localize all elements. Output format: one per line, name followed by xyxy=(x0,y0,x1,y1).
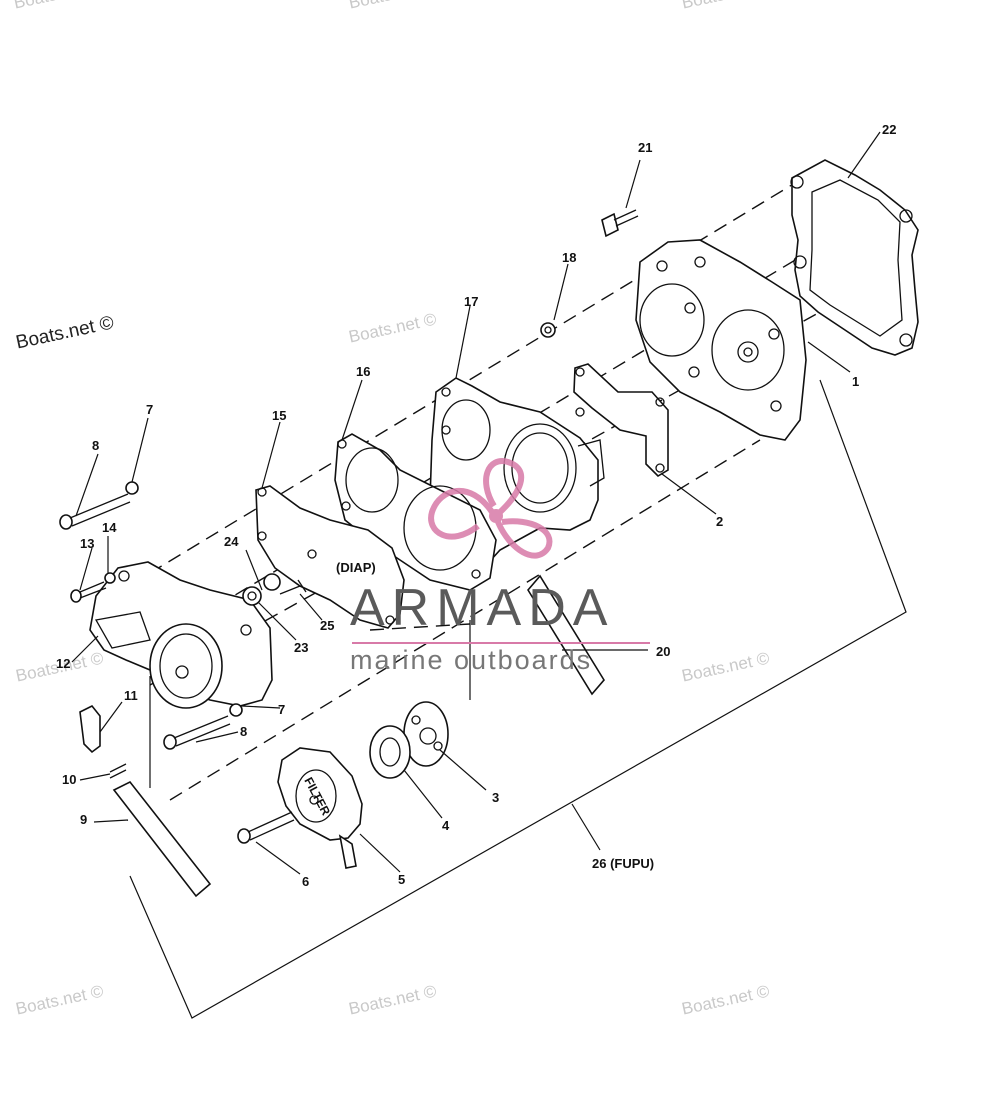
callout-13: 13 xyxy=(80,536,94,551)
callout-25: 25 xyxy=(320,618,334,633)
nut-18 xyxy=(540,322,556,338)
propeller-blade xyxy=(495,518,553,559)
diaphragm-15: (DIAP) xyxy=(255,485,405,629)
fitting-11 xyxy=(79,704,101,754)
clamp-10 xyxy=(109,763,127,779)
callout-23: 23 xyxy=(294,640,308,655)
callout-17: 17 xyxy=(464,294,478,309)
callouts: 22 1 2 21 18 17 16 15 7 8 24 14 13 25 23… xyxy=(56,122,896,889)
propeller-hub xyxy=(489,509,503,523)
callout-3: 3 xyxy=(492,790,499,805)
pump-cover-1 xyxy=(635,239,807,441)
screw-8-upper xyxy=(59,481,139,530)
callout-21: 21 xyxy=(638,140,652,155)
callout-8-lower: 8 xyxy=(240,724,247,739)
leader-lines xyxy=(71,131,881,875)
hose-20 xyxy=(527,574,605,696)
armada-logo-word: ARMADA xyxy=(350,579,615,637)
assembly-26-bracket xyxy=(129,379,907,1019)
propeller-blade xyxy=(483,458,525,517)
callout-14: 14 xyxy=(102,520,117,535)
pump-base-12 xyxy=(89,561,273,709)
valve-3 xyxy=(403,701,449,767)
callout-8-upper: 8 xyxy=(92,438,99,453)
diaphragm-label: (DIAP) xyxy=(336,560,376,575)
callout-5: 5 xyxy=(398,872,405,887)
callout-18: 18 xyxy=(562,250,576,265)
callout-15: 15 xyxy=(272,408,286,423)
callout-2: 2 xyxy=(716,514,723,529)
callout-11: 11 xyxy=(124,688,138,703)
callout-26: 26 (FUPU) xyxy=(592,856,654,871)
callout-12: 12 xyxy=(56,656,70,671)
screw-8-lower xyxy=(163,703,243,750)
callout-1: 1 xyxy=(852,374,859,389)
callout-10: 10 xyxy=(62,772,76,787)
washer-4 xyxy=(369,725,411,779)
hose-9 xyxy=(112,780,212,898)
check-valve-parts-23-24-25 xyxy=(242,573,307,606)
armada-logo-rule xyxy=(352,642,650,644)
callout-4: 4 xyxy=(442,818,450,833)
callout-20: 20 xyxy=(656,644,670,659)
screw-13 xyxy=(70,572,116,603)
callout-7-lower: 7 xyxy=(278,702,285,717)
armada-logo-propeller xyxy=(428,458,553,559)
callout-16: 16 xyxy=(356,364,370,379)
filter-cover-5: FILTER xyxy=(277,747,363,869)
screw-21 xyxy=(601,209,639,238)
gasket-2 xyxy=(573,363,669,478)
callout-22: 22 xyxy=(882,122,896,137)
callout-9: 9 xyxy=(80,812,87,827)
callout-7-upper: 7 xyxy=(146,402,153,417)
propeller-blade xyxy=(428,488,495,540)
callout-6: 6 xyxy=(302,874,309,889)
armada-logo-tagline: marine outboards xyxy=(350,645,593,675)
gasket-22 xyxy=(790,159,919,356)
screw-6 xyxy=(237,811,295,844)
callout-24: 24 xyxy=(224,534,239,549)
